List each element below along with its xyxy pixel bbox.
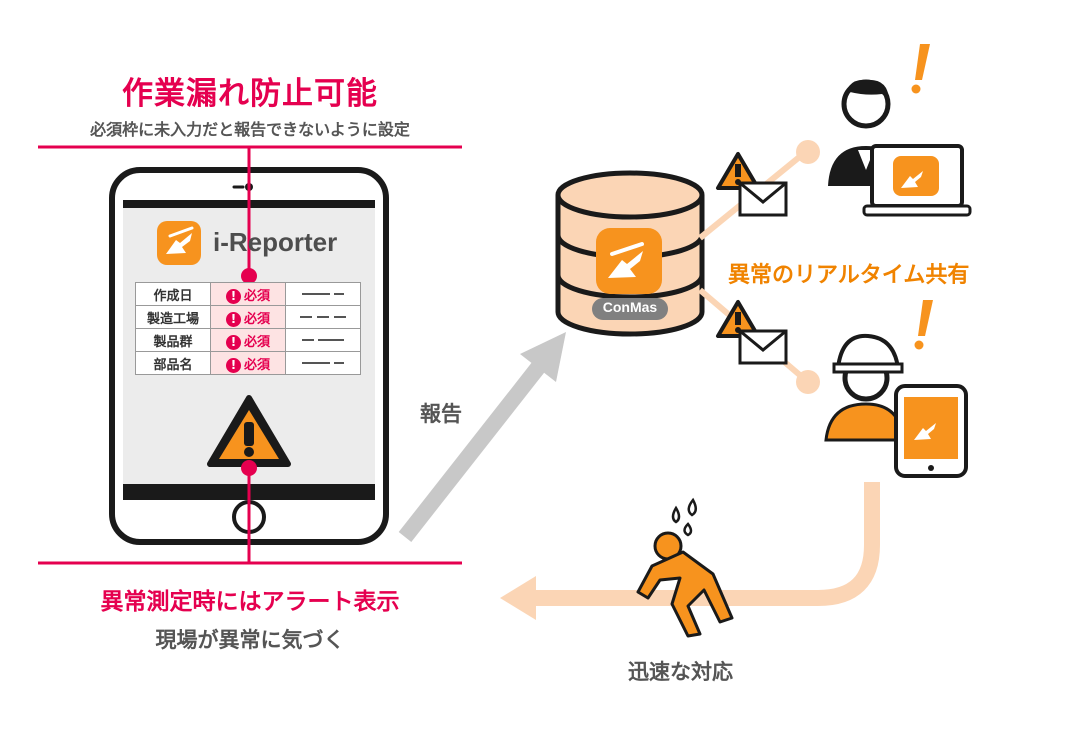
required-label: 必須 (243, 334, 270, 350)
worker-icon (824, 333, 968, 478)
required-icon: ! (225, 288, 241, 304)
mail-alert-upper (716, 152, 788, 217)
field-label: 製造工場 (135, 305, 211, 329)
connector-dot-top (241, 268, 257, 284)
value-cell[interactable] (285, 282, 361, 306)
field-label: 部品名 (135, 351, 211, 375)
database-icon (555, 170, 705, 337)
value-cell[interactable] (285, 328, 361, 352)
connector-dot-bottom (241, 460, 257, 476)
required-cell[interactable]: !必須 (210, 282, 286, 306)
required-cell[interactable]: !必須 (210, 305, 286, 329)
report-label: 報告 (420, 402, 462, 426)
table-row: 部品名 !必須 (135, 351, 361, 375)
alert-exclamation-icon (911, 44, 933, 350)
field-label: 作成日 (135, 282, 211, 306)
mail-alert-lower (716, 300, 788, 365)
alert-caption-subtitle: 現場が異常に気づく (155, 628, 345, 652)
running-worker-icon (636, 497, 734, 638)
report-arrow (398, 332, 566, 542)
required-icon: ! (225, 311, 241, 327)
value-cell[interactable] (285, 305, 361, 329)
alert-caption-title: 異常測定時にはアラート表示 (100, 589, 400, 615)
required-label: 必須 (243, 288, 270, 304)
required-label: 必須 (243, 357, 270, 373)
app-logo-icon (157, 221, 201, 265)
server-badge: ConMas (602, 299, 658, 315)
top-heading-subtitle: 必須枠に未入力だと報告できないように設定 (90, 120, 410, 139)
app-name: i-Reporter (213, 227, 338, 257)
required-icon: ! (225, 334, 241, 350)
value-cell[interactable] (285, 351, 361, 375)
field-label: 製品群 (135, 328, 211, 352)
table-row: 製品群 !必須 (135, 328, 361, 352)
required-cell[interactable]: !必須 (210, 351, 286, 375)
table-row: 製造工場 !必須 (135, 305, 361, 329)
required-icon: ! (225, 357, 241, 373)
required-label: 必須 (243, 311, 270, 327)
required-cell[interactable]: !必須 (210, 328, 286, 352)
input-form-table: 作成日 !必須 製造工場 !必須 製品群 !必須 部品名 !必須 (135, 282, 361, 375)
table-row: 作成日 !必須 (135, 282, 361, 306)
manager-icon (828, 79, 972, 217)
response-label: 迅速な対応 (628, 660, 733, 684)
top-heading-title: 作業漏れ防止可能 (122, 76, 378, 112)
share-label: 異常のリアルタイム共有 (728, 263, 970, 288)
response-arrow (500, 482, 880, 620)
